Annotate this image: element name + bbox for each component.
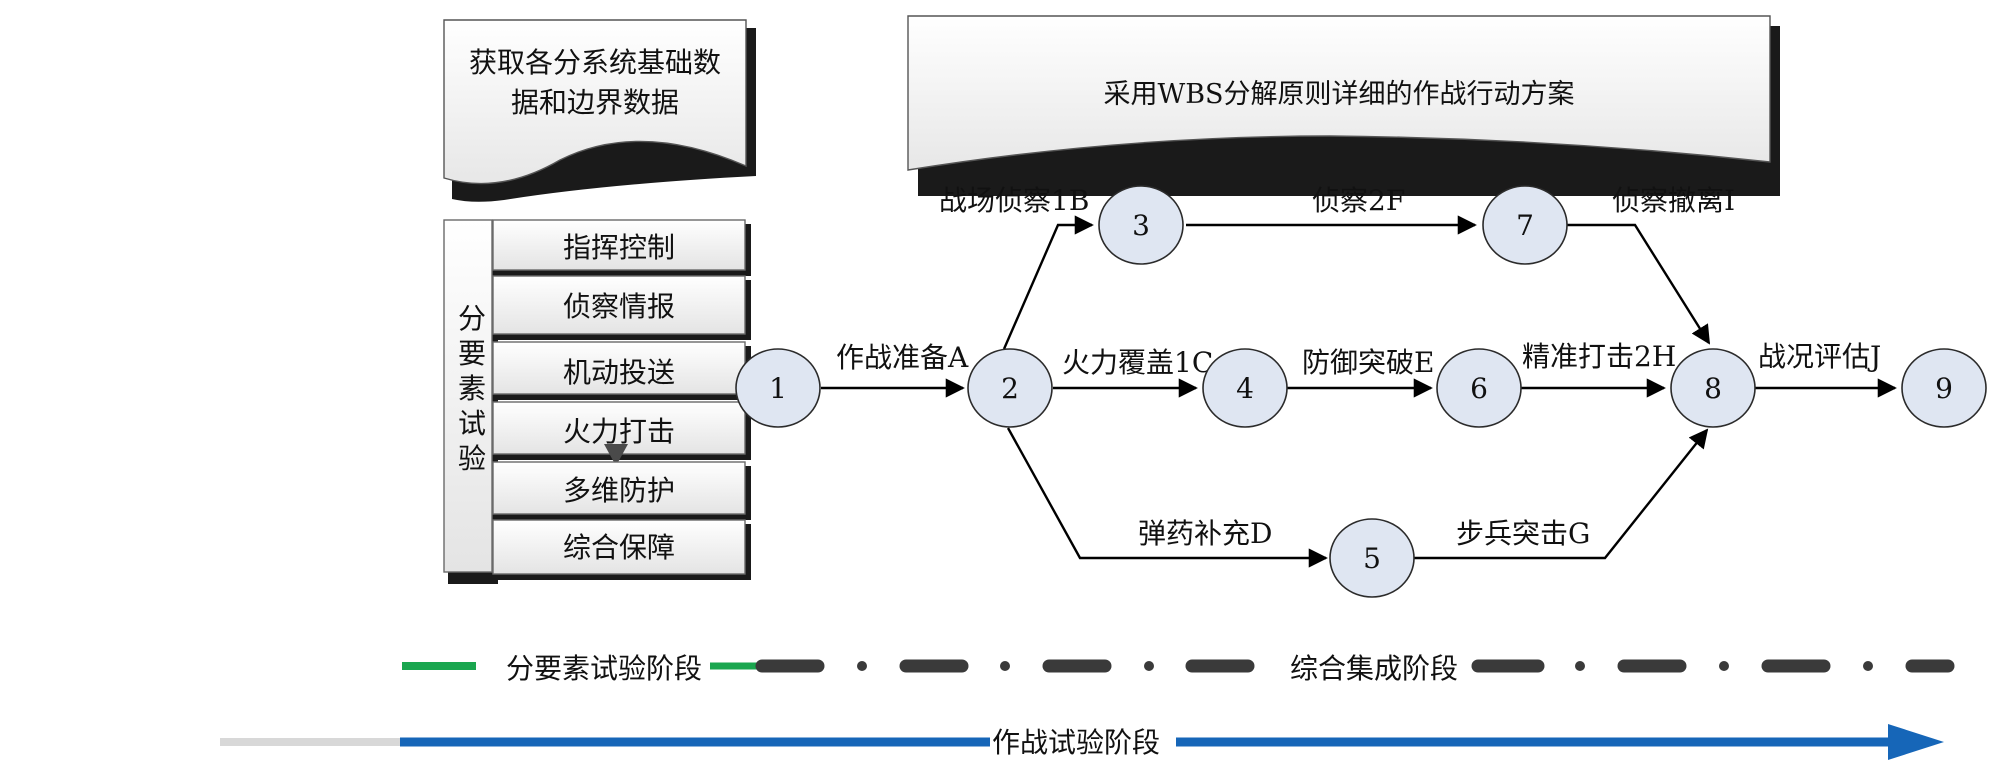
doc-top-left-line-1: 获取各分系统基础数: [469, 46, 721, 79]
phase-combat-arrow: 作战试验阶段: [220, 722, 1944, 760]
phase-integration-label: 综合集成阶段: [1290, 652, 1458, 685]
element-item-label: 多维防护: [563, 474, 675, 507]
element-item-label: 机动投送: [563, 356, 675, 389]
phase-combat-label-backdrop: [990, 722, 1176, 760]
doc-top-left-line-2: 据和边界数据: [511, 86, 679, 119]
node-6: 6: [1436, 348, 1522, 428]
edge-7-8: [1565, 223, 1711, 345]
arrow-right-icon: [1888, 724, 1944, 760]
node-1: 1: [735, 348, 821, 428]
element-item-label: 综合保障: [563, 531, 675, 564]
doc-top-left: 获取各分系统基础数 据和边界数据: [443, 19, 756, 202]
edge-2-5: [1006, 427, 1328, 568]
node-4: 4: [1202, 348, 1288, 428]
node-5: 5: [1329, 518, 1415, 598]
element-panel-label-char-5: 验: [458, 442, 486, 475]
node-label: 5: [1363, 542, 1381, 575]
edge-label-5-8: 步兵突击G: [1456, 517, 1590, 550]
element-item-recon: 侦察情报: [492, 275, 751, 340]
node-label: 4: [1236, 372, 1254, 405]
element-item-label: 指挥控制: [563, 231, 675, 264]
edge-label-3-7: 侦察2F: [1312, 184, 1405, 217]
edge-label-6-8: 精准打击2H: [1522, 340, 1676, 373]
element-panel-label-char-3: 素: [458, 372, 486, 405]
node-label: 2: [1001, 372, 1019, 405]
element-panel-label-char-2: 要: [458, 337, 486, 370]
node-2: 2: [967, 348, 1053, 428]
element-panel-label-char-4: 试: [458, 407, 486, 440]
element-item-protection: 多维防护: [492, 461, 751, 520]
element-item-fire: 火力打击: [492, 401, 751, 466]
node-label: 9: [1935, 372, 1953, 405]
edge-2-3: [1002, 215, 1094, 350]
node-label: 1: [769, 372, 787, 405]
element-item-label: 侦察情报: [563, 290, 675, 323]
doc-top-right-text: 采用WBS分解原则详细的作战行动方案: [1103, 79, 1574, 110]
element-panel-label-box: [443, 219, 493, 573]
element-item-command: 指挥控制: [492, 219, 751, 276]
node-3: 3: [1098, 185, 1184, 265]
element-panel: 分 要 素 试 验 指挥控制 侦察情报 机动投送 火力打击 多: [443, 219, 751, 584]
node-label: 7: [1516, 209, 1534, 242]
element-item-support: 综合保障: [492, 519, 751, 580]
phase-combat-label: 作战试验阶段: [992, 726, 1160, 759]
element-item-label: 火力打击: [563, 415, 675, 448]
element-panel-label-char-1: 分: [458, 302, 486, 335]
edge-label-2-4: 火力覆盖1C: [1062, 346, 1213, 379]
nodes: 1 2 3 4 5 6 7 8: [735, 185, 1987, 598]
phase-element-label: 分要素试验阶段: [506, 652, 702, 685]
edge-labels: 作战准备A 战场侦察1B 火力覆盖1C 弹药补充D 防御突破E 侦察2F 步兵突…: [836, 184, 1881, 550]
edge-label-2-3: 战场侦察1B: [939, 184, 1089, 217]
edge-label-7-8: 侦察撤离I: [1612, 184, 1735, 217]
node-8: 8: [1670, 348, 1756, 428]
phase-legend: 分要素试验阶段 综合集成阶段: [402, 652, 1955, 685]
edges: [821, 215, 1897, 568]
edge-5-8: [1413, 428, 1709, 560]
node-9: 9: [1901, 348, 1987, 428]
node-label: 8: [1704, 372, 1722, 405]
edge-label-4-6: 防御突破E: [1302, 346, 1434, 379]
element-item-mobility: 机动投送: [492, 341, 751, 400]
phase-integration-line: [755, 659, 1955, 673]
edge-label-1-2: 作战准备A: [836, 341, 969, 374]
node-label: 3: [1132, 209, 1150, 242]
node-label: 6: [1470, 372, 1488, 405]
doc-top-right: 采用WBS分解原则详细的作战行动方案: [907, 15, 1780, 196]
edge-label-2-5: 弹药补充D: [1138, 517, 1272, 550]
node-7: 7: [1482, 185, 1568, 265]
triangle-down-icon: [604, 444, 628, 466]
edge-label-8-9: 战况评估J: [1758, 340, 1881, 373]
